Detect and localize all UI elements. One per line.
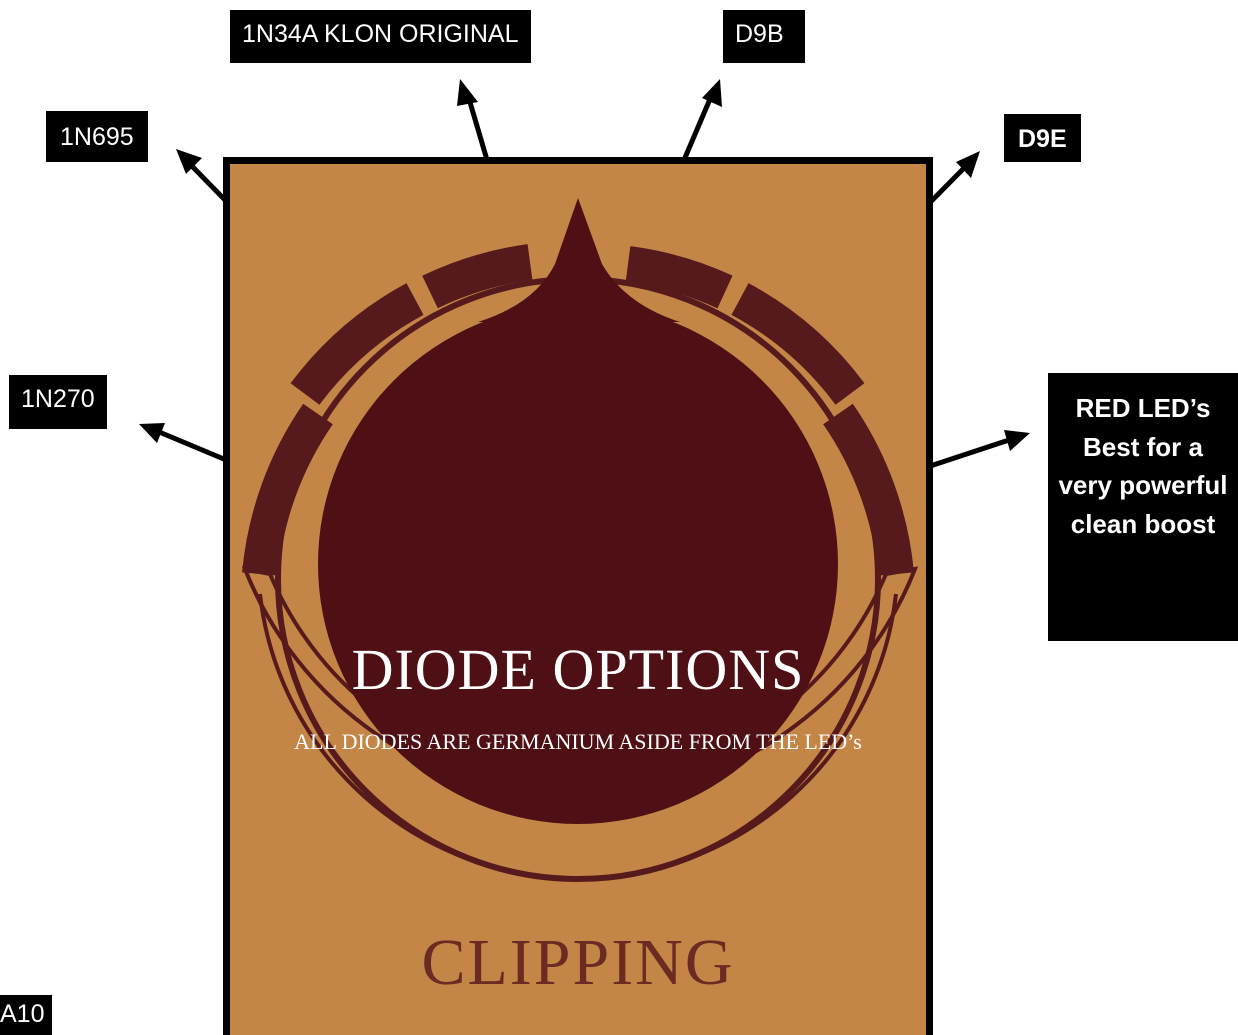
label-d9e: D9E	[1004, 114, 1081, 162]
clipping-knob-panel: DIODE OPTIONS ALL DIODES ARE GERMANIUM A…	[223, 157, 933, 1035]
arc-segment-1n695	[290, 283, 424, 405]
arrowhead-d9e	[956, 151, 980, 178]
arc-segment-d9b	[625, 246, 733, 309]
knob-pointer	[478, 198, 680, 322]
diagram-title: DIODE OPTIONS	[351, 637, 805, 702]
label-red-led: RED LED’s Best for a very powerful clean…	[1048, 373, 1238, 641]
label-1n695: 1N695	[46, 111, 148, 162]
clipping-label: CLIPPING	[421, 926, 735, 999]
label-a10: A10	[0, 995, 53, 1035]
arrowhead-1n270	[139, 423, 165, 443]
knob-body	[318, 304, 838, 824]
arc-segment-1n34a	[422, 244, 533, 309]
arrowhead-d9b	[702, 79, 722, 107]
knob-graphic	[241, 198, 919, 882]
arrowhead-red-led	[1004, 430, 1030, 451]
arrowhead-1n34a	[457, 79, 478, 106]
diagram-subtitle: ALL DIODES ARE GERMANIUM ASIDE FROM THE …	[294, 729, 862, 754]
label-1n270: 1N270	[9, 375, 107, 429]
arrowhead-1n695	[176, 149, 202, 174]
label-1n34a-klon-original: 1N34A KLON ORIGINAL	[230, 10, 531, 63]
arc-segment-1n270	[242, 403, 333, 576]
arc-segment-red-led	[823, 403, 914, 576]
arc-segment-d9e	[731, 283, 865, 405]
label-d9b: D9B	[723, 10, 805, 63]
